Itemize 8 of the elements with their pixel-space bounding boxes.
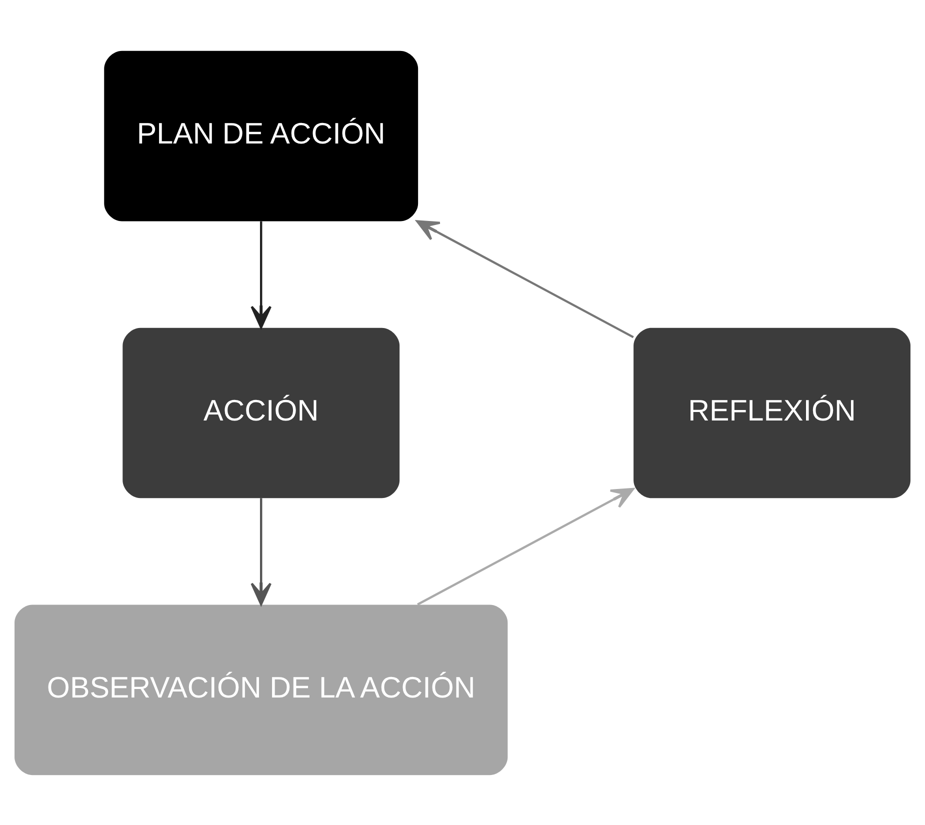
node-box: PLAN DE ACCIÓN	[104, 50, 418, 221]
arrow	[416, 220, 634, 338]
node-box: OBSERVACIÓN DE LA ACCIÓN	[14, 604, 508, 775]
arrow	[250, 498, 272, 605]
node-box: ACCIÓN	[122, 327, 400, 498]
node-box: REFLEXIÓN	[634, 327, 910, 498]
arrow	[250, 220, 272, 328]
arrow	[417, 487, 634, 606]
